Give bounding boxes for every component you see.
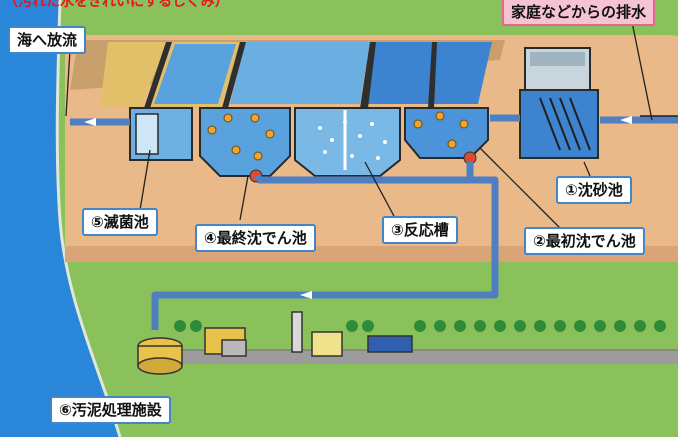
leader-lines (65, 21, 653, 229)
road (150, 350, 678, 364)
label-primary-settling: ②最初沈でん池 (524, 227, 645, 255)
label-sand-basin: ①沈砂池 (556, 176, 632, 204)
label-sea-discharge: 海へ放流 (8, 26, 87, 54)
tank-top-disinfect (100, 42, 168, 108)
trees (174, 320, 666, 332)
reaction-tank (294, 107, 401, 177)
tank-dividers (144, 42, 437, 108)
label-sludge-facility: ⑥汚泥処理施設 (50, 396, 171, 424)
tank-top-reaction (230, 42, 370, 104)
sludge-facility (137, 311, 413, 375)
label-household-wastewater: 家庭などからの排水 (502, 0, 656, 26)
label-final-settling: ④最終沈でん池 (195, 224, 316, 252)
label-reaction-tank: ③反応槽 (382, 216, 458, 244)
header-caption: （汚れた水をきれいにするしくみ） (4, 0, 229, 10)
tank-top-primary-a (366, 42, 432, 104)
disinfect-tank-chamber (135, 113, 159, 155)
sea-shore (55, 0, 122, 437)
sludge-scrapers (207, 111, 469, 161)
water-pipes (70, 114, 678, 330)
grit-chamber-roof (530, 52, 585, 66)
tank-top-final-water (154, 44, 236, 104)
final-tank (199, 107, 291, 177)
flow-arrows (84, 116, 632, 299)
screen-bars (539, 97, 591, 151)
sea (0, 0, 120, 437)
label-disinfection: ⑤滅菌池 (82, 208, 158, 236)
primary-tank (404, 107, 489, 159)
tank-top-primary-b (432, 42, 492, 104)
